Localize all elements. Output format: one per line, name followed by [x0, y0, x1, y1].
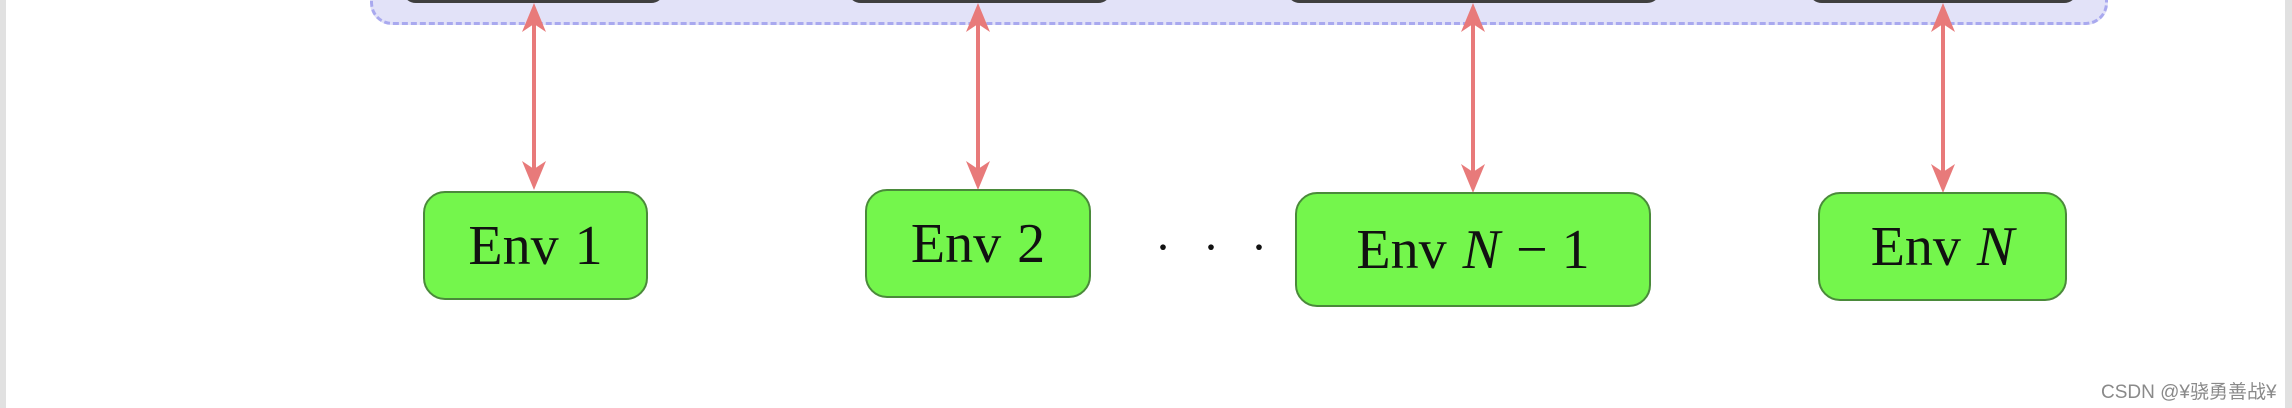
- top-group-region: [370, 0, 2108, 25]
- ellipsis: · · ·: [1155, 221, 1277, 274]
- bidirectional-arrow-4: [1931, 3, 1955, 193]
- env-suffix: − 1: [1515, 218, 1590, 281]
- env-index: 1: [574, 214, 603, 277]
- env-index: 2: [1017, 212, 1046, 275]
- env-math-n: N: [1976, 215, 2015, 278]
- env-prefix: Env: [1356, 218, 1447, 281]
- env-prefix: Env: [1870, 215, 1961, 278]
- right-edge-bar: [2285, 0, 2292, 408]
- bidirectional-arrow-2: [966, 3, 990, 190]
- env-math-n: N: [1462, 218, 1500, 281]
- env-prefix: Env: [910, 212, 1002, 275]
- env-prefix: Env: [468, 214, 559, 277]
- left-edge-bar: [0, 0, 6, 408]
- bidirectional-arrow-1: [522, 3, 546, 190]
- bidirectional-arrow-3: [1461, 3, 1485, 193]
- watermark: CSDN @¥骁勇善战¥: [2101, 382, 2277, 403]
